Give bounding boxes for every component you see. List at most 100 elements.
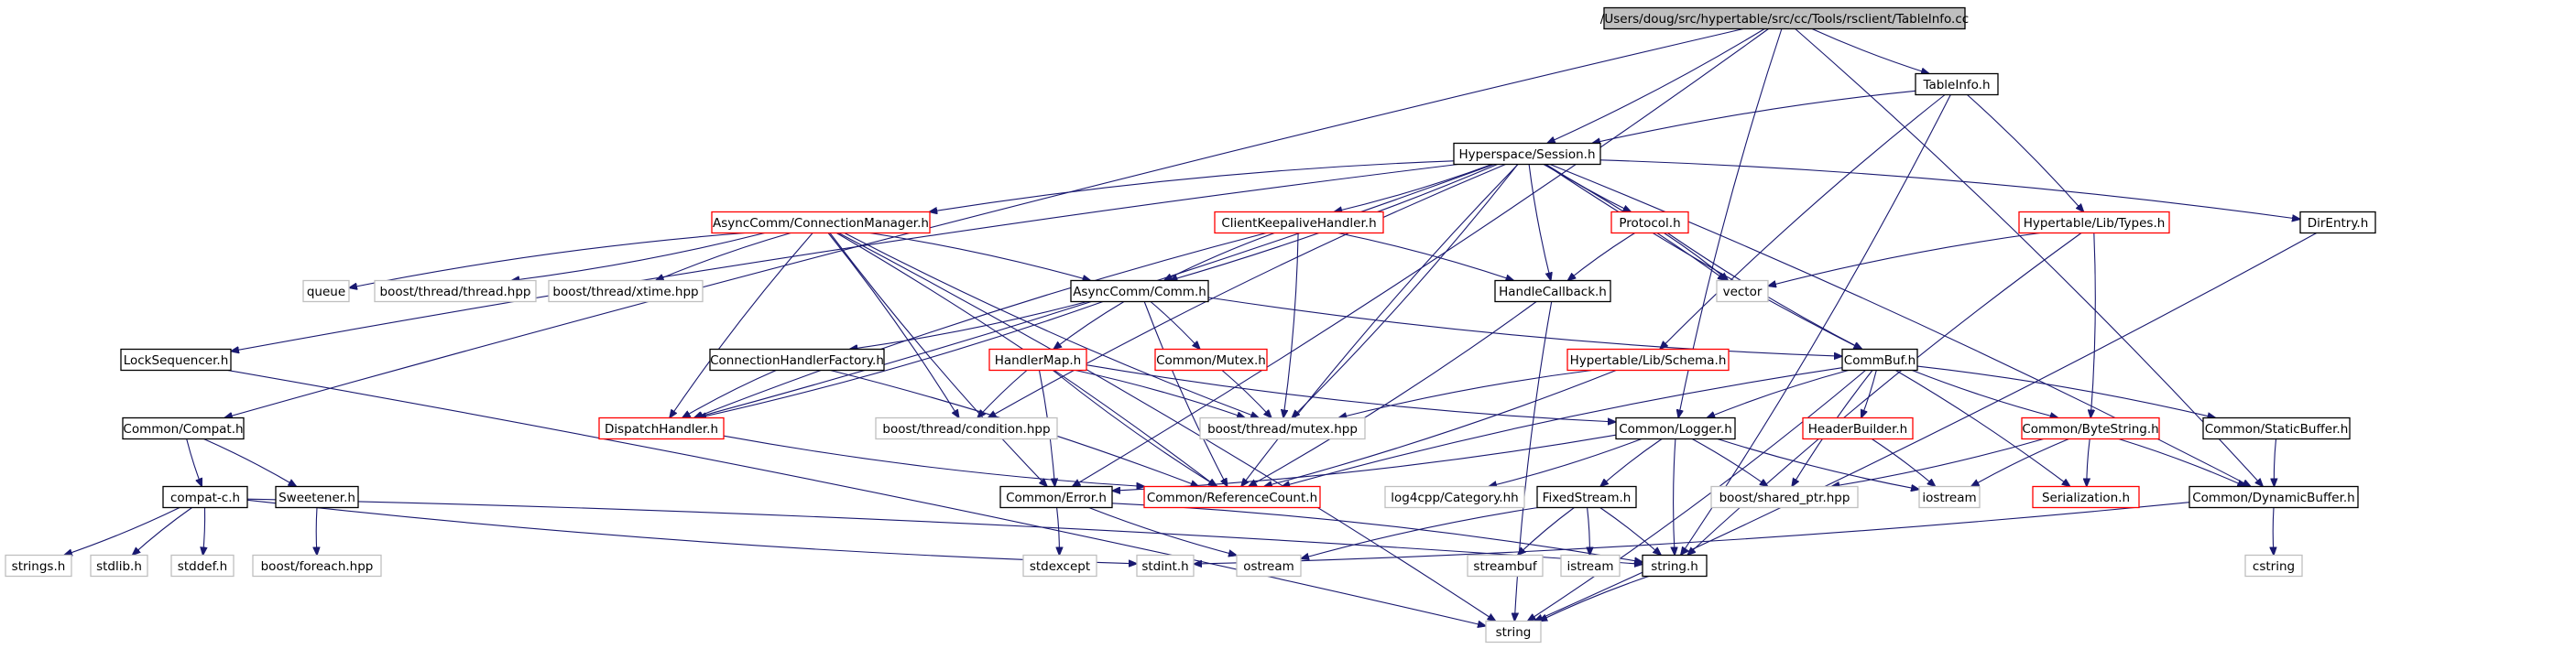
node-string-h[interactable]: string.h <box>1642 554 1708 578</box>
node-tableinfo-cc[interactable]: /Users/doug/src/hypertable/src/cc/Tools/… <box>1600 6 1969 30</box>
node-common-compat-h[interactable]: Common/Compat.h <box>122 416 245 440</box>
edge-handlermap-h-to-common-referencecount-h <box>1052 370 1217 487</box>
node-common-bytestring-h[interactable]: Common/ByteString.h <box>2021 416 2160 440</box>
node-box-asynccomm-connectionmanager-h <box>711 211 931 234</box>
node-handlecallback-h[interactable]: HandleCallback.h <box>1494 279 1611 303</box>
edge-common-logger-h-to-log4cpp-category-hh <box>1489 438 1643 487</box>
node-direntry-h[interactable]: DirEntry.h <box>2299 211 2376 234</box>
node-box-vector <box>1716 279 1769 303</box>
edge-hyperspace-session-h-to-direntry-h <box>1599 159 2300 220</box>
node-box-commbuf-h <box>1841 348 1918 372</box>
edge-hyperspace-session-h-to-commbuf-h <box>1545 164 1862 350</box>
node-log4cpp-category-hh[interactable]: log4cpp/Category.hh <box>1384 485 1525 509</box>
node-tableinfo-h[interactable]: TableInfo.h <box>1915 72 1999 96</box>
edge-compat-c-h-to-stdlib-h <box>132 507 192 556</box>
edge-common-bytestring-h-to-boost-shared-ptr-hpp <box>1831 438 2044 487</box>
edge-common-compat-h-to-sweetener-h <box>203 438 296 487</box>
node-fixedstream-h[interactable]: FixedStream.h <box>1536 485 1637 509</box>
node-asynccomm-comm-h[interactable]: AsyncComm/Comm.h <box>1070 279 1209 303</box>
node-connectionhandlerfactory-h[interactable]: ConnectionHandlerFactory.h <box>709 348 885 372</box>
node-box-hypertable-lib-types-h <box>2018 211 2170 234</box>
node-protocol-h[interactable]: Protocol.h <box>1610 211 1689 234</box>
node-label-streambuf: streambuf <box>1473 559 1537 574</box>
node-dispatchhandler-h[interactable]: DispatchHandler.h <box>598 416 725 440</box>
node-label-common-compat-h: Common/Compat.h <box>123 422 243 437</box>
edge-asynccomm-comm-h-to-common-mutex-h <box>1150 301 1200 350</box>
node-label-dispatchhandler-h: DispatchHandler.h <box>605 422 718 437</box>
node-label-common-error-h: Common/Error.h <box>1006 491 1107 505</box>
node-istream[interactable]: istream <box>1560 554 1621 578</box>
node-boost-thread-thread-hpp[interactable]: boost/thread/thread.hpp <box>374 279 537 303</box>
node-vector[interactable]: vector <box>1716 279 1769 303</box>
node-commbuf-h[interactable]: CommBuf.h <box>1841 348 1918 372</box>
node-label-cstring: cstring <box>2253 559 2295 574</box>
edge-asynccomm-connectionmanager-h-to-boost-thread-thread-hpp <box>511 232 765 281</box>
node-label-boost-thread-thread-hpp: boost/thread/thread.hpp <box>380 285 531 299</box>
node-box-clientkeepalivehandler-h <box>1214 211 1384 234</box>
node-box-protocol-h <box>1610 211 1689 234</box>
edge-hyperspace-session-h-to-protocol-h <box>1545 164 1632 212</box>
node-box-stdexcept <box>1022 554 1097 578</box>
edge-fixedstream-h-to-istream <box>1588 507 1590 556</box>
edge-handlermap-h-to-boost-thread-mutex-hpp <box>1075 369 1245 418</box>
node-queue[interactable]: queue <box>302 279 350 303</box>
node-label-vector: vector <box>1723 285 1763 299</box>
node-streambuf[interactable]: streambuf <box>1467 554 1544 578</box>
edge-asynccomm-connectionmanager-h-to-common-error-h <box>829 233 1047 487</box>
node-hypertable-lib-types-h[interactable]: Hypertable/Lib/Types.h <box>2018 211 2170 234</box>
node-stdexcept[interactable]: stdexcept <box>1022 554 1097 578</box>
node-label-string-h: string.h <box>1651 559 1698 574</box>
node-box-locksequencer-h <box>120 348 232 372</box>
node-handlermap-h[interactable]: HandlerMap.h <box>988 348 1087 372</box>
node-cstring[interactable]: cstring <box>2244 554 2303 578</box>
node-label-log4cpp-category-hh: log4cpp/Category.hh <box>1391 491 1518 505</box>
node-boost-foreach-hpp[interactable]: boost/foreach.hpp <box>252 554 382 578</box>
node-boost-thread-xtime-hpp[interactable]: boost/thread/xtime.hpp <box>548 279 704 303</box>
node-asynccomm-connectionmanager-h[interactable]: AsyncComm/ConnectionManager.h <box>711 211 931 234</box>
node-iostream[interactable]: iostream <box>1918 485 1981 509</box>
node-locksequencer-h[interactable]: LockSequencer.h <box>120 348 232 372</box>
edge-sweetener-h-to-boost-foreach-hpp <box>316 507 317 556</box>
edge-asynccomm-connectionmanager-h-to-string <box>838 233 1495 622</box>
node-boost-thread-condition-hpp[interactable]: boost/thread/condition.hpp <box>875 416 1058 440</box>
node-stdlib-h[interactable]: stdlib.h <box>90 554 148 578</box>
edge-common-error-h-to-ostream <box>1088 506 1237 556</box>
node-common-mutex-h[interactable]: Common/Mutex.h <box>1154 348 1268 372</box>
node-box-headerbuilder-h <box>1802 416 1914 440</box>
edge-locksequencer-h-to-string <box>227 369 1487 626</box>
edge-common-error-h-to-string-h <box>1111 503 1643 562</box>
node-boost-thread-mutex-hpp[interactable]: boost/thread/mutex.hpp <box>1199 416 1366 440</box>
node-common-logger-h[interactable]: Common/Logger.h <box>1615 416 1736 440</box>
node-compat-c-h[interactable]: compat-c.h <box>162 485 248 509</box>
node-common-referencecount-h[interactable]: Common/ReferenceCount.h <box>1143 485 1321 509</box>
node-common-dynamicbuffer-h[interactable]: Common/DynamicBuffer.h <box>2189 485 2359 509</box>
node-hypertable-lib-schema-h[interactable]: Hypertable/Lib/Schema.h <box>1566 348 1730 372</box>
node-strings-h[interactable]: strings.h <box>5 554 72 578</box>
node-label-stdint-h: stdint.h <box>1141 559 1188 574</box>
node-label-boost-thread-xtime-hpp: boost/thread/xtime.hpp <box>552 285 698 299</box>
node-stdint-h[interactable]: stdint.h <box>1136 554 1195 578</box>
edge-compat-c-h-to-strings-h <box>64 507 180 556</box>
node-label-fixedstream-h: FixedStream.h <box>1543 491 1632 505</box>
node-box-queue <box>302 279 350 303</box>
node-hyperspace-session-h[interactable]: Hyperspace/Session.h <box>1453 142 1601 166</box>
edge-asynccomm-comm-h-to-connectionhandlerfactory-h <box>849 300 1087 350</box>
node-ostream[interactable]: ostream <box>1236 554 1302 578</box>
edge-asynccomm-connectionmanager-h-to-boost-thread-condition-hpp <box>827 233 959 418</box>
node-serialization-h[interactable]: Serialization.h <box>2032 485 2140 509</box>
node-clientkeepalivehandler-h[interactable]: ClientKeepaliveHandler.h <box>1214 211 1384 234</box>
node-boost-shared-ptr-hpp[interactable]: boost/shared_ptr.hpp <box>1710 485 1859 509</box>
node-stddef-h[interactable]: stddef.h <box>170 554 235 578</box>
edge-string-h-to-string <box>1539 575 1650 622</box>
node-common-staticbuffer-h[interactable]: Common/StaticBuffer.h <box>2202 416 2351 440</box>
node-common-error-h[interactable]: Common/Error.h <box>999 485 1113 509</box>
node-sweetener-h[interactable]: Sweetener.h <box>275 485 359 509</box>
edge-clientkeepalivehandler-h-to-boost-thread-mutex-hpp <box>1283 233 1299 418</box>
node-box-common-staticbuffer-h <box>2202 416 2351 440</box>
edge-common-bytestring-h-to-serialization-h <box>2087 438 2090 487</box>
edge-handlermap-h-to-common-logger-h <box>1086 364 1616 422</box>
node-headerbuilder-h[interactable]: HeaderBuilder.h <box>1802 416 1914 440</box>
edge-hyperspace-session-h-to-asynccomm-connectionmanager-h <box>929 160 1455 212</box>
node-box-connectionhandlerfactory-h <box>709 348 885 372</box>
node-string[interactable]: string <box>1485 620 1542 644</box>
